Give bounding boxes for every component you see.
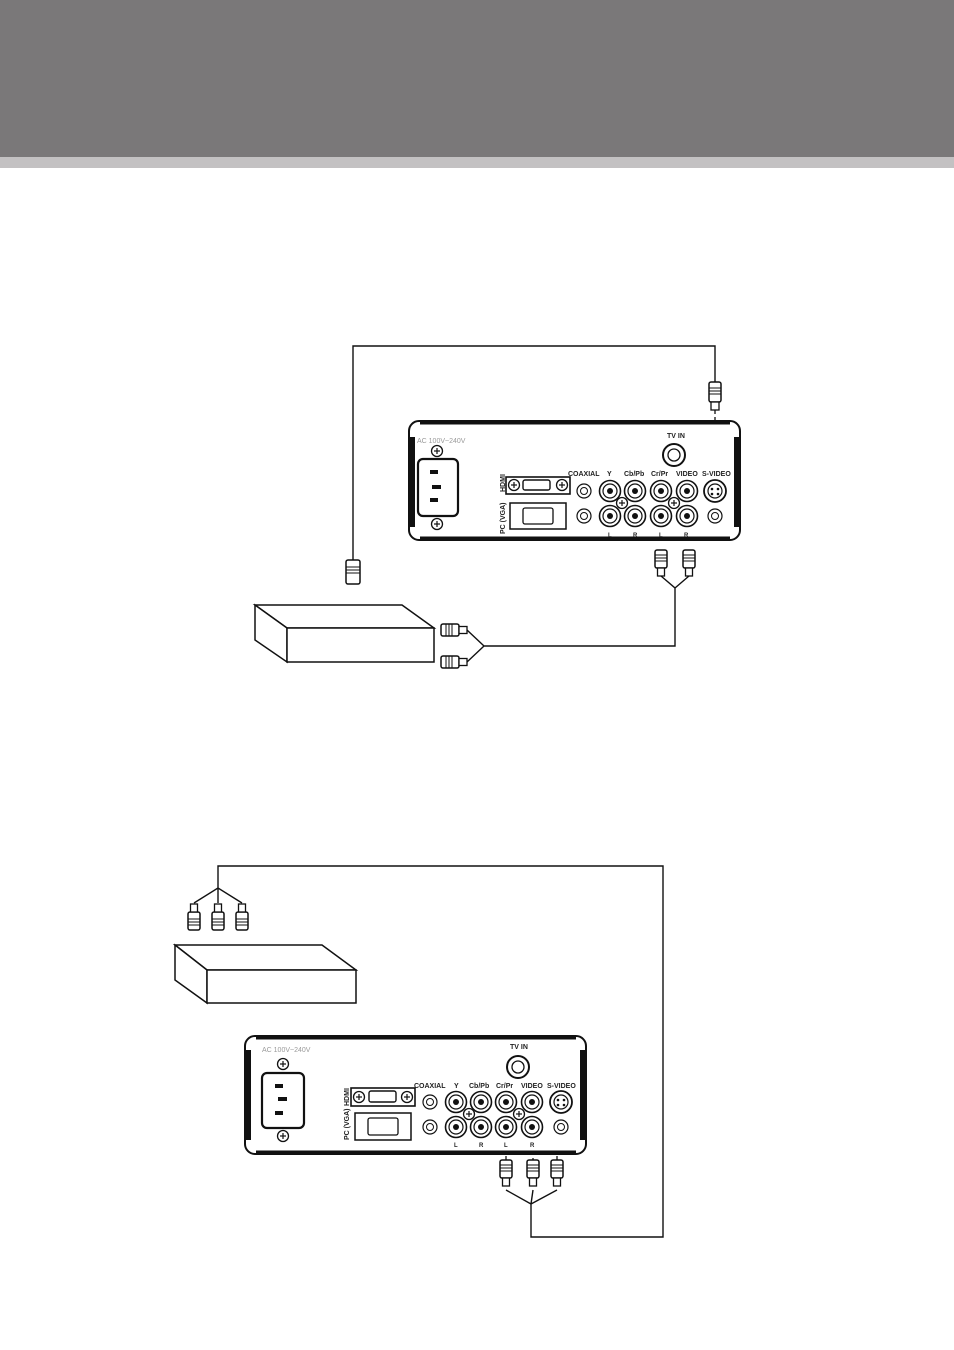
cb-pb-label: Cb/Pb — [469, 1083, 489, 1090]
rear-panel-2: AC 100V~240V HDMI PC (VGA) COAXIAL Y Cb/… — [245, 1036, 586, 1154]
coaxial-port — [577, 484, 591, 498]
s-video-plug — [709, 382, 721, 410]
diagram-2: AC 100V~240V HDMI PC (VGA) COAXIAL Y Cb/… — [175, 866, 663, 1237]
diagram-1: AC 100V~240V HDMI PC (VGA) COAXIAL Y Cb/… — [255, 346, 740, 668]
s-video-label: S-VIDEO — [547, 1083, 576, 1090]
l-label: L — [454, 1143, 458, 1149]
panel-av-plug-l — [500, 1160, 512, 1186]
r-label: R — [633, 533, 638, 539]
cr-pr-label: Cr/Pr — [496, 1083, 513, 1090]
ac-label: AC 100V~240V — [262, 1047, 311, 1054]
panel-audio-plug-l — [655, 550, 667, 576]
cb-pb-label: Cb/Pb — [624, 471, 644, 478]
l-label: L — [608, 533, 612, 539]
y-label: Y — [607, 471, 612, 478]
tv-in-label: TV IN — [667, 433, 685, 440]
r-label: R — [530, 1143, 535, 1149]
video-label: VIDEO — [521, 1083, 543, 1090]
source-device-box — [255, 598, 434, 662]
l-label: L — [504, 1143, 508, 1149]
y-label: Y — [454, 1083, 459, 1090]
panel-audio-plug-r — [683, 550, 695, 576]
video-label: VIDEO — [676, 471, 698, 478]
rear-panel-1: AC 100V~240V HDMI PC (VGA) COAXIAL Y Cb/… — [409, 421, 740, 540]
s-video-label: S-VIDEO — [702, 471, 731, 478]
audio-cable — [467, 576, 689, 662]
device-av-plugs — [188, 904, 248, 930]
cr-pr-label: Cr/Pr — [651, 471, 668, 478]
r-label: R — [479, 1143, 484, 1149]
coaxial-label: COAXIAL — [568, 471, 600, 478]
source-device-box — [175, 945, 356, 1003]
coaxial-port — [423, 1095, 437, 1109]
vga-label: PC (VGA) — [344, 1109, 351, 1141]
hdmi-label: HDMI — [344, 1088, 351, 1106]
panel-av-plug-r — [527, 1160, 539, 1186]
coaxial-label: COAXIAL — [414, 1083, 446, 1090]
audio-plug-r — [441, 656, 467, 668]
panel-av-plug-video — [551, 1160, 563, 1186]
audio-plug-l — [441, 624, 467, 636]
device-s-video-plug — [346, 560, 360, 584]
tv-in-label: TV IN — [510, 1044, 528, 1051]
vga-label: PC (VGA) — [500, 503, 507, 535]
ac-label: AC 100V~240V — [417, 438, 466, 445]
r-label: R — [684, 533, 689, 539]
l-label: L — [659, 533, 663, 539]
